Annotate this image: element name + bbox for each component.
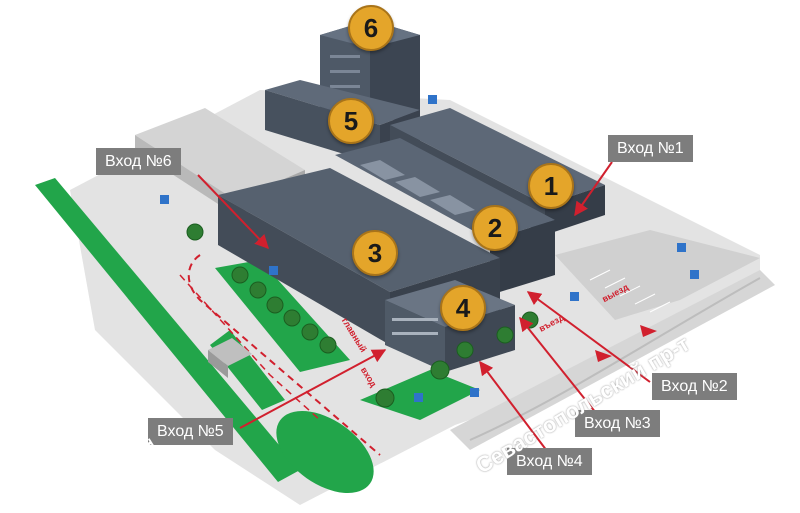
entrance-1-label: Вход №1: [608, 135, 693, 162]
building-3-top: [218, 168, 500, 292]
line-entrance-2: [526, 291, 651, 383]
building-3-front: [218, 195, 390, 345]
kiosk: [208, 338, 252, 366]
building-2-badge: 2: [472, 205, 518, 251]
entrance-5-label: Вход №5: [148, 418, 233, 445]
building-5-badge: 5: [328, 98, 374, 144]
parking-icons: [160, 95, 699, 402]
grass-oval: [276, 410, 374, 494]
skylights: [360, 160, 475, 215]
line-entrance-6: [197, 174, 269, 250]
building-3-badge: 3: [352, 230, 398, 276]
building-1-badge: 1: [528, 163, 574, 209]
parking-stripes: [589, 269, 671, 313]
road-arrows: [595, 325, 657, 362]
curb-line: [469, 277, 761, 441]
line-entrance-3: [519, 316, 601, 419]
connector-lines: [197, 161, 651, 456]
entrance-6-label: Вход №6: [96, 148, 181, 175]
line-entrance-1: [574, 161, 613, 217]
parking-right: [555, 230, 760, 320]
entrance-4-label: Вход №4: [507, 448, 592, 475]
grass-strip-nakhimovsky: [35, 178, 300, 482]
entrance-2-label: Вход №2: [652, 373, 737, 400]
line-entrance-5: [239, 349, 387, 429]
grass-west: [215, 260, 350, 372]
sevastopolsky-road: [450, 270, 775, 450]
line-entrance-4: [479, 360, 551, 456]
building-5-front: [265, 90, 380, 165]
route-dashed: [187, 254, 381, 456]
building-4-badge: 4: [440, 285, 486, 331]
building-4-windows: [392, 318, 438, 335]
building-6-badge: 6: [348, 5, 394, 51]
entrance-3-label: Вход №3: [575, 410, 660, 437]
warehouse-left-top: [135, 108, 305, 200]
route-dashed-2: [179, 274, 321, 421]
